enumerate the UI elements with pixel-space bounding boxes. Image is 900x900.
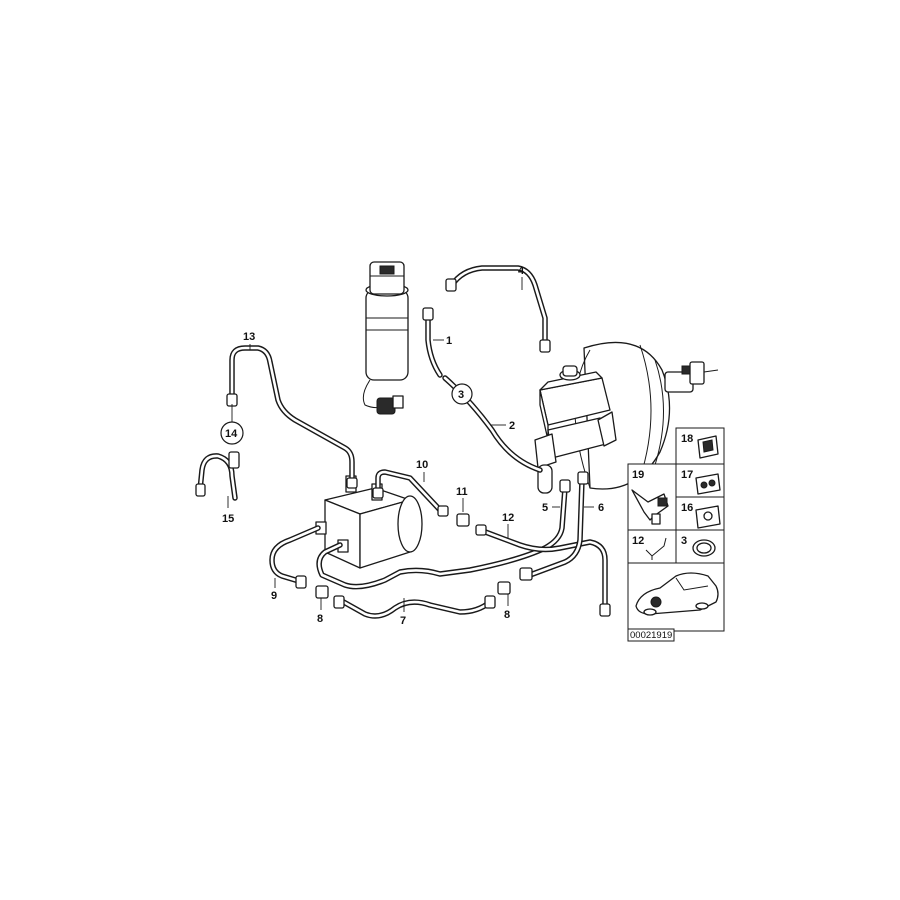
- clip-17-icon: [695, 473, 721, 495]
- hose-clamp-3-icon: [692, 539, 716, 557]
- callout-9: 9: [271, 590, 277, 602]
- callout-4: 4: [518, 265, 525, 277]
- callout-6: 6: [598, 502, 604, 514]
- hydraulic-unit: [315, 475, 423, 569]
- callout-13: 13: [243, 331, 255, 343]
- leader-lines: [227, 277, 594, 612]
- bracket-19-icon: [631, 489, 669, 525]
- callout-15: 15: [222, 513, 234, 525]
- callout-1: 1: [446, 335, 452, 347]
- panel-label-12: 12: [632, 535, 644, 547]
- master-cylinder: [534, 365, 617, 494]
- clip-16-icon: [695, 505, 721, 529]
- callout-12: 12: [502, 512, 514, 524]
- callout-2: 2: [509, 420, 515, 432]
- callout-8a: 8: [317, 613, 323, 625]
- brake-pipes: [197, 265, 608, 619]
- callout-14-circle: [220, 421, 244, 445]
- panel-label-18: 18: [681, 433, 693, 445]
- callout-3-circle: [451, 383, 473, 405]
- pipe-fittings: [195, 278, 611, 617]
- brake-booster: [574, 341, 719, 490]
- panel-label-19: 19: [632, 469, 644, 481]
- callout-labels: 1 2 3 4 5 6 7 8 8 9 10 11 12 13 14 15: [220, 265, 604, 627]
- callout-3: 3: [458, 389, 464, 401]
- callout-14: 14: [225, 428, 238, 440]
- callout-11: 11: [456, 486, 468, 498]
- panel-label-3: 3: [681, 535, 687, 547]
- diagram-code: 00021919: [630, 630, 672, 641]
- callout-5: 5: [542, 502, 548, 514]
- callout-7: 7: [400, 615, 406, 627]
- panel-label-16: 16: [681, 502, 693, 514]
- callout-8b: 8: [504, 609, 510, 621]
- car-location-icon: [635, 572, 719, 616]
- panel-label-17: 17: [681, 469, 693, 481]
- inset-parts-panel: 18 17 19 16 12 3: [627, 427, 725, 642]
- pressure-accumulator: [362, 261, 409, 415]
- callout-10: 10: [416, 459, 428, 471]
- bracket-12-icon: [645, 537, 667, 560]
- clip-18-icon: [697, 435, 719, 459]
